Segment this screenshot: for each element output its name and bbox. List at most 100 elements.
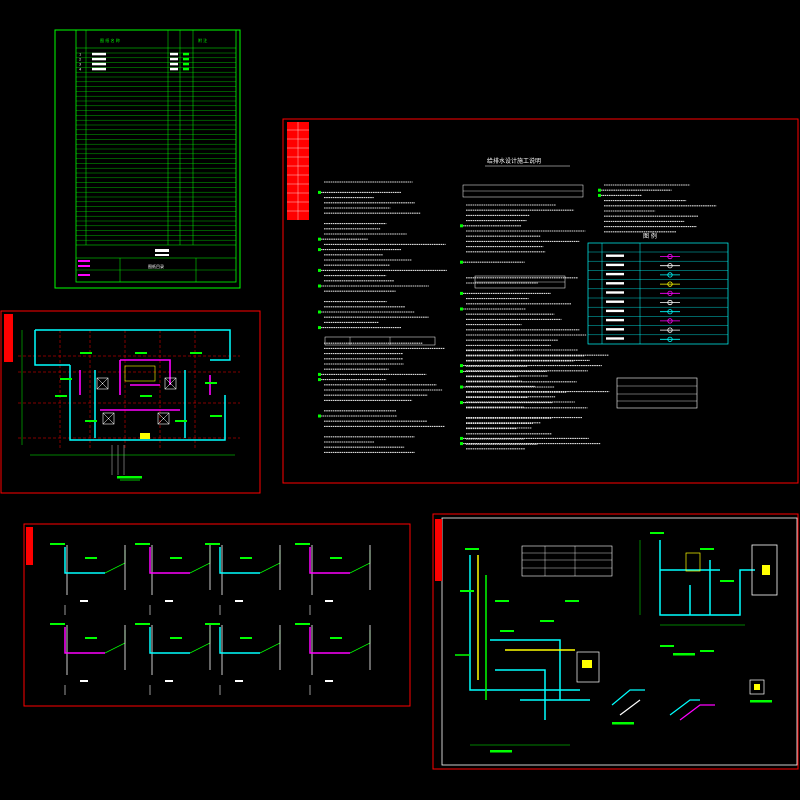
index-row-size-mark [183, 67, 189, 71]
index-row-number: 2 [79, 58, 81, 62]
note-bullet [460, 307, 463, 311]
riser-dim-mark [165, 600, 173, 602]
riser-dim-mark [165, 680, 173, 682]
legend-name-mark [606, 309, 624, 313]
riser-branch [189, 630, 211, 654]
riser-note-mark [240, 557, 252, 559]
riser-dim-mark [325, 680, 333, 682]
index-row-name-mark [92, 67, 106, 71]
notes-stamp-lines [287, 122, 309, 220]
notes-column-1 [318, 181, 447, 453]
plan-walls [34, 329, 231, 441]
riser-pipe [149, 627, 190, 654]
plan-label-mark [80, 352, 92, 354]
riser-note-mark [170, 557, 182, 559]
sheet-floor-plan [0, 310, 261, 494]
riser-label-mark [205, 543, 220, 545]
index-row-number-mark [170, 67, 178, 71]
plan-fixtures [96, 365, 177, 439]
iso-label-mark [700, 548, 714, 550]
plan-label-mark [190, 352, 202, 354]
index-row-number: 1 [79, 53, 81, 57]
index-row-number: 4 [79, 68, 82, 72]
notes-column-3 [598, 184, 717, 233]
iso-detail-box [749, 679, 765, 695]
plan-label-mark [60, 378, 72, 380]
legend-name-mark [606, 282, 624, 285]
iso-label-mark [565, 600, 579, 602]
riser-branch [189, 550, 211, 574]
sheet-design-notes: 给排水设计施工说明 图 例 [282, 118, 799, 484]
plan-label-mark [140, 395, 152, 397]
note-bullet [318, 284, 321, 288]
riser-label-mark [50, 543, 65, 545]
riser-label-mark [205, 623, 220, 625]
legend-name-mark [606, 318, 624, 322]
notes-title: 给排水设计施工说明 [487, 157, 541, 165]
note-bullet [318, 237, 321, 241]
notes-border [282, 118, 799, 484]
riser-dim-mark [235, 680, 243, 682]
riser-label-mark [135, 543, 150, 545]
riser-pipe [309, 547, 350, 574]
iso-label-mark [495, 600, 509, 602]
riser-pipe [219, 547, 260, 574]
note-bullet [598, 193, 601, 197]
iso-label-mark [540, 620, 554, 622]
iso-border [432, 513, 799, 770]
index-row-name-mark [92, 62, 106, 66]
plan-label-mark [175, 420, 187, 422]
riser-label-mark [295, 623, 310, 625]
index-row-size-mark [183, 57, 189, 61]
note-bullet [460, 364, 463, 368]
riser-branch [259, 550, 281, 574]
iso-title-mark [490, 750, 512, 753]
note-bullet [460, 224, 463, 228]
plan-label-mark [85, 420, 97, 422]
iso-title-mark [612, 722, 634, 725]
legend-title: 图 例 [643, 232, 657, 240]
iso-label-mark [500, 630, 514, 632]
note-bullet [318, 372, 321, 376]
riser-dim-mark [80, 600, 88, 602]
riser-note-mark [330, 637, 342, 639]
riser-note-mark [85, 557, 97, 559]
riser-pipe [64, 627, 105, 654]
plan-label-mark [135, 352, 147, 354]
riser-pipe [219, 627, 260, 654]
riser-dim-mark [235, 600, 243, 602]
title-block-mark [155, 249, 169, 252]
riser-note-mark [240, 637, 252, 639]
note-bullet [460, 369, 463, 373]
riser-note-mark [330, 557, 342, 559]
legend-name-mark [606, 263, 624, 267]
note-bullet [318, 268, 321, 272]
iso-right-plan [659, 540, 755, 616]
riser-label-mark [295, 543, 310, 545]
legend-name-mark [606, 254, 624, 257]
riser-label-mark [50, 623, 65, 625]
note-bullet [460, 401, 463, 405]
iso-table [521, 545, 613, 577]
index-row-size-mark [183, 62, 189, 66]
iso-label-mark [720, 580, 734, 582]
equipment-table [616, 377, 698, 409]
index-header-remark: 附 注 [198, 37, 207, 43]
plan-grid [18, 330, 240, 450]
note-bullet [460, 260, 463, 264]
note-bullet [460, 442, 463, 446]
riser-branch [349, 630, 371, 654]
iso-label-mark [700, 650, 714, 652]
riser-border [23, 523, 411, 707]
riser-pipe [64, 547, 105, 574]
notes-table-1 [324, 336, 436, 346]
index-table-rows [76, 52, 236, 241]
legend-name-mark [606, 272, 624, 276]
index-border [54, 29, 241, 289]
index-inner-frame [75, 29, 237, 283]
legend-name-mark [606, 328, 624, 331]
iso-label-mark [650, 532, 664, 534]
